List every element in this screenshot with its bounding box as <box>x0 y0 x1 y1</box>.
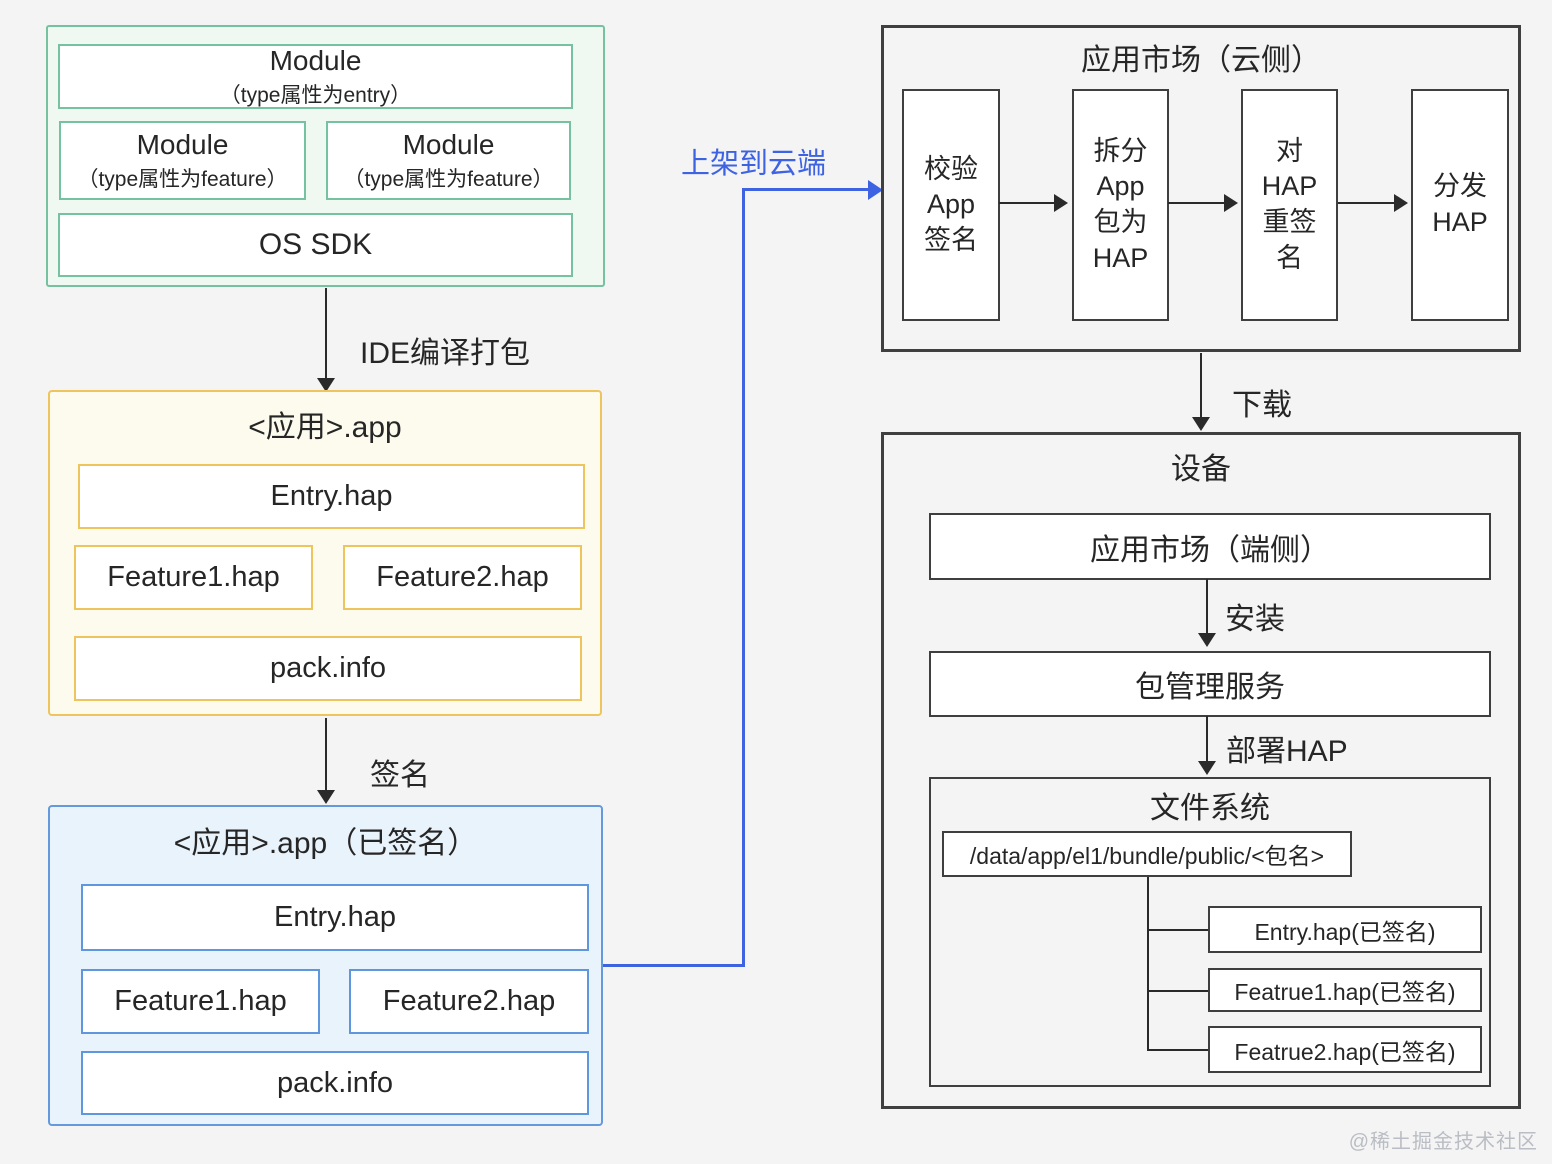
module-feature1-box: Module （type属性为feature） <box>59 121 306 200</box>
arrow-sign-line <box>325 718 327 792</box>
app-package-group: <应用>.app Entry.hap Feature1.hap Feature2… <box>48 390 602 716</box>
arrow-ide-build-head <box>317 378 335 392</box>
label-ide-build: IDE编译打包 <box>360 337 531 370</box>
file-featrue1-signed-box: Featrue1.hap(已签名) <box>1208 968 1482 1012</box>
publish-path-top-segment <box>742 188 870 191</box>
cloud-market-title: 应用市场（云侧） <box>1081 44 1321 77</box>
watermark: @稀土掘金技术社区 <box>1348 1131 1538 1153</box>
arrow-deploy-line <box>1206 716 1208 764</box>
label-install: 安装 <box>1225 603 1285 636</box>
step-arrow-2-line <box>1168 202 1224 204</box>
publish-path-exit-segment <box>603 964 745 967</box>
module-feature1-type: （type属性为feature） <box>77 167 288 191</box>
device-group: 设备 应用市场（端侧） 包管理服务 文件系统 /data/app/el1/bun… <box>881 432 1521 1109</box>
file-entry-signed-box: Entry.hap(已签名) <box>1208 906 1482 953</box>
module-feature2-label: Module <box>402 128 495 160</box>
step-arrow-1-head <box>1054 194 1068 212</box>
label-download: 下载 <box>1232 389 1292 422</box>
arrow-install-head <box>1198 633 1216 647</box>
module-feature2-box: Module （type属性为feature） <box>326 121 571 200</box>
module-feature2-type: （type属性为feature） <box>343 167 554 191</box>
module-entry-type: （type属性为entry） <box>219 83 412 107</box>
module-entry-box: Module （type属性为entry） <box>58 44 573 109</box>
publish-path-arrowhead <box>868 180 883 200</box>
market-client-box: 应用市场（端侧） <box>929 513 1491 580</box>
signed-feature1-hap-box: Feature1.hap <box>81 969 320 1034</box>
device-title: 设备 <box>1171 453 1231 486</box>
signed-feature2-hap-box: Feature2.hap <box>349 969 589 1034</box>
fs-tree-branch-3 <box>1147 1049 1208 1051</box>
fs-tree-branch-2 <box>1147 990 1208 992</box>
fs-tree-vertical-line <box>1147 877 1149 1050</box>
step-arrow-3-head <box>1394 194 1408 212</box>
arrow-download-line <box>1200 353 1202 419</box>
os-sdk-box: OS SDK <box>58 213 573 277</box>
feature1-hap-box: Feature1.hap <box>74 545 313 610</box>
arrow-deploy-head <box>1198 761 1216 775</box>
file-system-group: 文件系统 /data/app/el1/bundle/public/<包名> En… <box>929 777 1491 1087</box>
arrow-ide-build-line <box>325 288 327 380</box>
pack-info-box: pack.info <box>74 636 582 701</box>
signed-entry-hap-box: Entry.hap <box>81 884 589 951</box>
module-feature1-label: Module <box>136 128 229 160</box>
fs-tree-branch-1 <box>1147 929 1208 931</box>
bundle-path-box: /data/app/el1/bundle/public/<包名> <box>942 831 1352 877</box>
app-package-title: <应用>.app <box>248 411 402 444</box>
label-sign: 签名 <box>370 759 430 792</box>
signed-pack-info-box: pack.info <box>81 1051 589 1115</box>
label-publish: 上架到云端 <box>681 148 827 180</box>
module-stack-group: Module （type属性为entry） Module （type属性为fea… <box>46 25 605 287</box>
file-system-title: 文件系统 <box>1150 792 1270 825</box>
signed-package-title: <应用>.app（已签名） <box>173 827 478 860</box>
step-arrow-2-head <box>1224 194 1238 212</box>
package-manager-box: 包管理服务 <box>929 651 1491 717</box>
module-entry-label: Module <box>269 44 362 76</box>
step-arrow-3-line <box>1338 202 1394 204</box>
arrow-download-head <box>1192 417 1210 431</box>
signed-package-group: <应用>.app（已签名） Entry.hap Feature1.hap Fea… <box>48 805 603 1126</box>
entry-hap-box: Entry.hap <box>78 464 585 529</box>
label-deploy: 部署HAP <box>1226 735 1348 768</box>
arrow-install-line <box>1206 579 1208 635</box>
arrow-sign-head <box>317 790 335 804</box>
file-featrue2-signed-box: Featrue2.hap(已签名) <box>1208 1026 1482 1073</box>
feature2-hap-box: Feature2.hap <box>343 545 582 610</box>
publish-path-vertical-segment <box>742 188 745 967</box>
step-arrow-1-line <box>999 202 1055 204</box>
